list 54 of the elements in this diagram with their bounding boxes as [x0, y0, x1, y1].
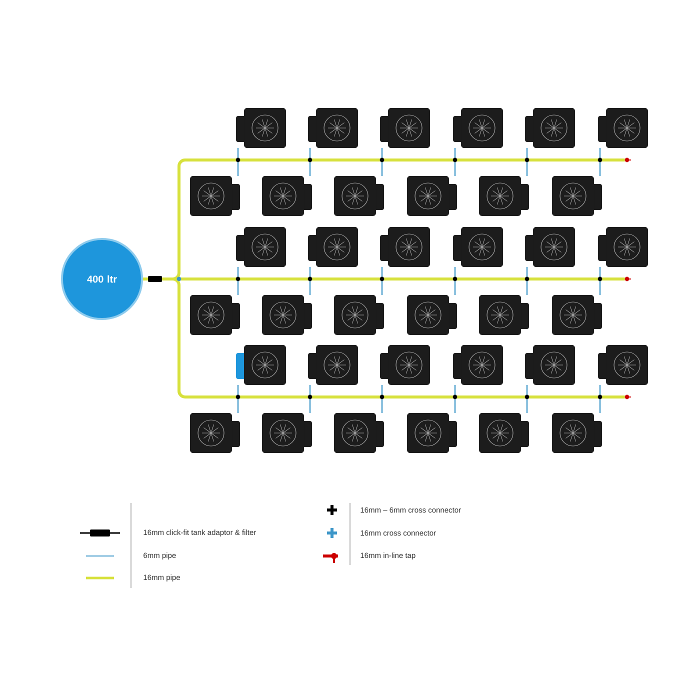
plant-pot-icon [407, 295, 457, 335]
plant-pot-icon [552, 295, 602, 335]
plant-pot-icon [190, 413, 240, 453]
pipe [237, 148, 239, 176]
plant-pot-icon [525, 108, 575, 148]
plant-pot-icon [453, 345, 503, 385]
plant-pot-icon [380, 108, 430, 148]
pipe [381, 148, 383, 176]
pipe [599, 148, 601, 176]
plant-pot-icon [380, 227, 430, 267]
plant-pot-icon [479, 295, 529, 335]
plant-pot-icon [262, 413, 312, 453]
pipe [599, 385, 601, 413]
plant-pot-icon [190, 176, 240, 216]
plant-pot-icon [453, 108, 503, 148]
plant-pot-icon [308, 345, 358, 385]
plant-pot-icon [334, 413, 384, 453]
plant-pot-icon [308, 227, 358, 267]
plant-pot-icon [407, 413, 457, 453]
plant-pot-icon [236, 345, 286, 385]
pipe [309, 148, 311, 176]
pipe [526, 267, 528, 295]
plant-pot-icon [334, 295, 384, 335]
pipe [599, 267, 601, 295]
pipe [309, 267, 311, 295]
plant-pot-icon [262, 295, 312, 335]
pipe [309, 385, 311, 413]
plant-pot-icon [380, 345, 430, 385]
plant-pot-icon [190, 295, 240, 335]
plant-pot-icon [598, 108, 648, 148]
pipe [381, 385, 383, 413]
pipe [381, 267, 383, 295]
plant-pot-icon [552, 413, 602, 453]
plant-pot-icon [525, 227, 575, 267]
plant-pot-icon [598, 345, 648, 385]
plant-pot-icon [479, 413, 529, 453]
pipe [454, 385, 456, 413]
plant-pot-icon [334, 176, 384, 216]
plant-pot-icon [598, 227, 648, 267]
plant-pot-icon [552, 176, 602, 216]
plant-pot-icon [407, 176, 457, 216]
plant-pot-icon [525, 345, 575, 385]
plant-pot-icon [479, 176, 529, 216]
plant-pot-icon [236, 227, 286, 267]
pipe [526, 148, 528, 176]
plant-pot-icon [236, 108, 286, 148]
plant-pot-icon [308, 108, 358, 148]
plant-pot-icon [453, 227, 503, 267]
pipe [237, 267, 239, 295]
plant-pot-icon [262, 176, 312, 216]
pipe [237, 385, 239, 413]
pipe [526, 385, 528, 413]
pipe [454, 148, 456, 176]
pipe [454, 267, 456, 295]
